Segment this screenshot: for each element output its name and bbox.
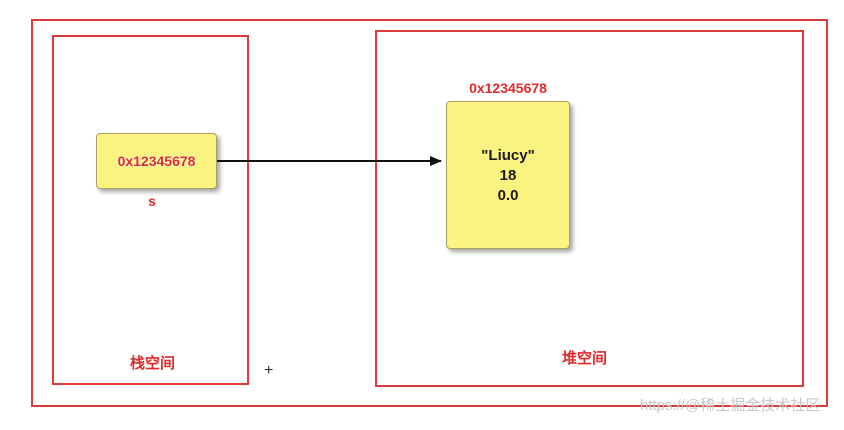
- stack-reference-value: 0x12345678: [117, 153, 196, 169]
- heap-field-name: "Liucy": [481, 147, 535, 164]
- heap-field-score: 0.0: [497, 187, 519, 204]
- watermark: https://@稀土掘金技术社区: [640, 397, 821, 414]
- variable-name-label: s: [148, 193, 156, 209]
- heap-object-address: 0x12345678: [469, 80, 547, 96]
- stack-space-label: 栈空间: [130, 355, 176, 372]
- heap-space-region: [375, 30, 804, 387]
- heap-object-box: "Liucy" 18 0.0: [446, 101, 570, 249]
- heap-space-label: 堆空间: [562, 350, 608, 367]
- plus-sign: +: [264, 362, 274, 379]
- stack-reference-box: 0x12345678: [96, 133, 217, 189]
- heap-field-age: 18: [499, 167, 517, 184]
- stack-space-region: [52, 35, 249, 385]
- outer-frame: [31, 19, 828, 407]
